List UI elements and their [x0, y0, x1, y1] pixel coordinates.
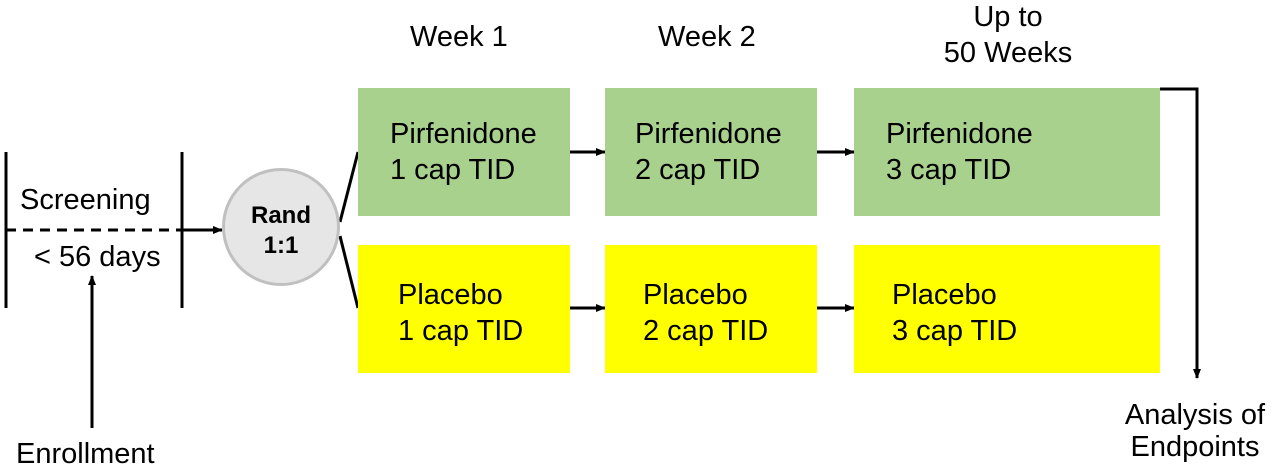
week3-label-line2: 50 Weeks: [943, 37, 1073, 69]
placebo-box-line1: Placebo: [398, 279, 503, 311]
treatment-box-line2: 2 cap TID: [635, 154, 761, 186]
screening-duration: < 56 days: [34, 241, 161, 273]
placebo-box-line2: 2 cap TID: [643, 315, 769, 347]
week2-label: Week 2: [658, 21, 756, 53]
enrollment-label: Enrollment: [16, 438, 155, 470]
branch-to-placebo: [338, 235, 360, 309]
treatment-box-week1: Pirfenidone 1 cap TID: [358, 88, 570, 216]
placebo-box-week1: Placebo 1 cap TID: [358, 245, 570, 373]
randomization-circle: Rand 1:1: [222, 168, 340, 286]
branch-to-treatment: [338, 151, 360, 223]
treatment-box-week2: Pirfenidone 2 cap TID: [605, 88, 817, 216]
screening-label: Screening: [20, 184, 151, 216]
treatment-box-line2: 3 cap TID: [886, 154, 1012, 186]
treatment-box-week3: Pirfenidone 3 cap TID: [854, 88, 1160, 216]
placebo-box-line1: Placebo: [892, 279, 997, 311]
rand-label-line1: Rand: [251, 202, 311, 229]
placebo-box-line1: Placebo: [643, 279, 748, 311]
treatment-box-line2: 1 cap TID: [390, 154, 516, 186]
placebo-box-week2: Placebo 2 cap TID: [605, 245, 817, 373]
week3-label-line1: Up to: [973, 1, 1043, 33]
placebo-box-line2: 3 cap TID: [892, 315, 1018, 347]
treatment-box-line1: Pirfenidone: [635, 118, 782, 150]
analysis-label-line2: Endpoints: [1130, 431, 1260, 463]
analysis-label-line1: Analysis of: [1124, 399, 1266, 431]
week1-label: Week 1: [410, 21, 508, 53]
treatment-box-line1: Pirfenidone: [886, 118, 1033, 150]
placebo-box-line2: 1 cap TID: [398, 315, 524, 347]
analysis-bracket: [1160, 87, 1199, 370]
treatment-box-line1: Pirfenidone: [390, 118, 537, 150]
rand-label-line2: 1:1: [263, 232, 299, 259]
placebo-box-week3: Placebo 3 cap TID: [854, 245, 1160, 373]
